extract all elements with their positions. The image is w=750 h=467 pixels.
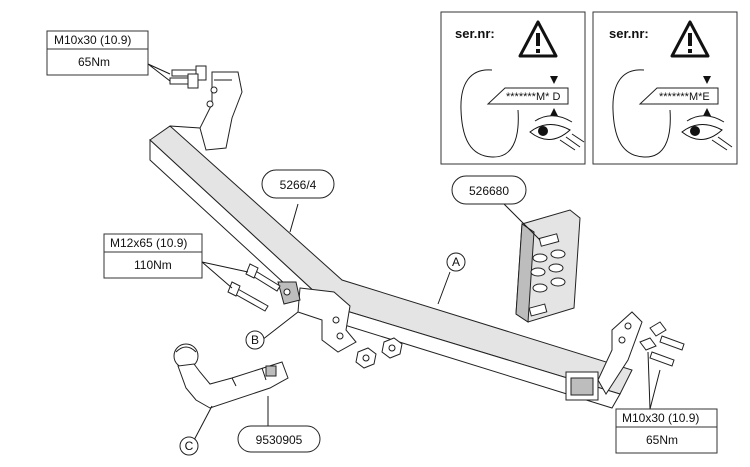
bolt-spec-size: M10x30 (10.9) [54,33,131,47]
crossbar-tube [149,71,643,409]
callout-a: A [446,252,466,272]
bolts-top-left [169,65,207,89]
warning-icon [670,20,710,58]
serial-panel-1-title: ser.nr: [455,26,495,41]
bolt-spec-top-left: M10x30 (10.9) 65Nm [46,30,149,76]
serial-label-plate: *******M* D [486,87,569,105]
serial-panel-1: ser.nr: *******M* D [440,11,586,165]
serial-label-plate: *******M*E [638,87,719,105]
callout-c: C [179,436,199,456]
bracket-plate [515,209,581,323]
part-number-crossbar-label: 5266/4 [280,178,317,192]
part-number-ball-neck: 9530905 [237,425,321,453]
bolt-spec-torque: 110Nm [134,258,172,272]
centre-mounting-bracket [277,281,357,353]
part-number-bracket-plate: 526680 [451,175,527,205]
bolts-middle [227,263,281,312]
bolt-spec-middle: M12x65 (10.9) 110Nm [103,233,203,279]
nuts-middle [355,337,403,369]
bolt-spec-torque: 65Nm [646,433,678,447]
pointer-marks [550,76,558,116]
serial-panel-1-code: *******M* D [506,91,560,103]
bolt-spec-bottom-right: M10x30 (10.9) 65Nm [615,408,718,454]
bolts-right [639,321,685,367]
serial-panel-2: ser.nr: *******M*E [592,11,738,165]
callout-b: B [245,330,265,350]
part-number-crossbar: 5266/4 [261,169,335,199]
bolt-spec-size: M10x30 (10.9) [622,411,699,425]
callout-b-label: B [251,333,259,347]
ball-neck [173,343,289,409]
serial-panel-2-title: ser.nr: [609,26,649,41]
warning-icon [518,20,558,58]
bolt-spec-torque: 65Nm [78,55,110,69]
bolt-spec-size: M12x65 (10.9) [110,236,187,250]
callout-c-label: C [185,439,194,453]
eye-icon [681,115,733,151]
part-number-bracket-plate-label: 526680 [469,184,509,198]
eye-icon [529,115,585,151]
leader-lines [147,63,661,445]
serial-panel-2-code: *******M*E [659,91,710,103]
pointer-marks [703,76,711,116]
part-number-ball-neck-label: 9530905 [256,433,303,447]
callout-a-label: A [452,255,460,269]
